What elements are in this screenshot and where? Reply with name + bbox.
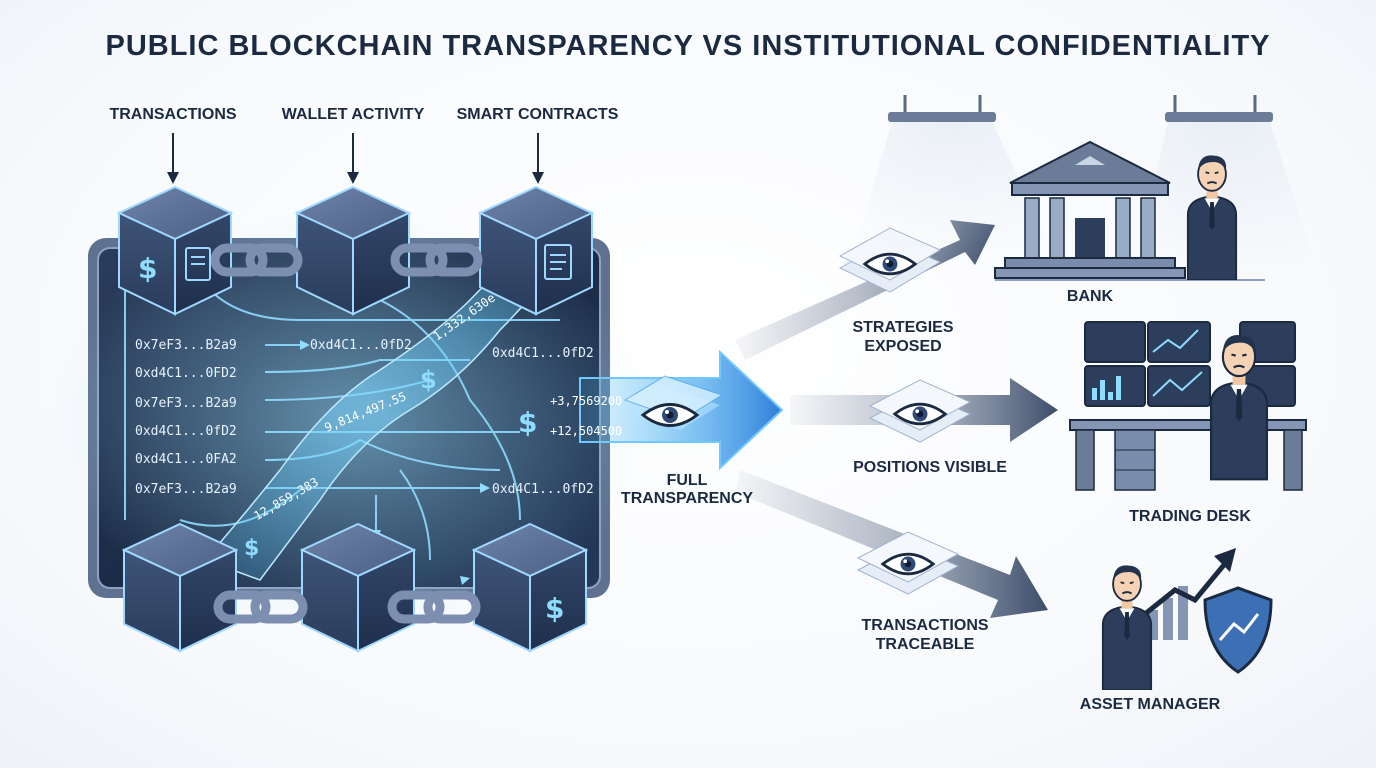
exposure-label-transactions: TRANSACTIONS TRACEABLE: [861, 617, 989, 653]
bank-building-icon: [994, 140, 1265, 281]
dollar-icon: $ $ $ $ $: [138, 252, 564, 625]
stream-number-4: +3,7569200: [550, 394, 623, 408]
input-label-transactions: TRANSACTIONS: [109, 106, 237, 123]
hash-left-3: 0x7eF3...B2a9: [135, 396, 237, 411]
hash-left-5: 0xd4C1...0FA2: [135, 452, 237, 467]
chain-link-icon: [210, 243, 483, 624]
businessman-icon: [1101, 564, 1153, 690]
svg-text:$: $: [518, 406, 537, 439]
center-label: FULL TRANSPARENCY: [620, 472, 754, 507]
block-bottom-right: [473, 523, 587, 652]
hash-left-2: 0xd4C1...0FD2: [135, 366, 237, 381]
growth-chart-icon: [1138, 548, 1236, 640]
hash-left-6: 0x7eF3...B2a9: [135, 482, 237, 497]
hash-left-1: 0x7eF3...B2a9: [135, 338, 237, 353]
stream-number-5: +12,504500: [550, 424, 623, 438]
input-label-smart-contracts: SMART CONTRACTS: [456, 106, 619, 123]
exposure-label-strategies: STRATEGIES EXPOSED: [852, 319, 954, 355]
block-top-right: [479, 186, 593, 315]
input-arrows: [167, 133, 544, 184]
block-bottom-left: [123, 523, 237, 652]
hash-right-2: 0xd4C1...0fD2: [492, 346, 594, 361]
hash-right-3: 0xd4C1...0fD2: [492, 482, 594, 497]
exposure-label-positions: POSITIONS VISIBLE: [853, 459, 1007, 476]
svg-text:$: $: [244, 536, 259, 561]
institution-label-trading-desk: TRADING DESK: [1129, 508, 1251, 525]
institution-label-bank: BANK: [1066, 288, 1114, 305]
hash-left-4: 0xd4C1...0fD2: [135, 424, 237, 439]
ceiling-lamp-icon: [850, 95, 1320, 280]
svg-text:$: $: [420, 366, 437, 394]
page-title: PUBLIC BLOCKCHAIN TRANSPARENCY VS INSTIT…: [105, 30, 1271, 62]
svg-text:$: $: [138, 252, 157, 285]
monitor-chart-icon: [1069, 321, 1307, 491]
hash-right-1: 0xd4C1...0fD2: [310, 338, 412, 353]
institution-label-asset-manager: ASSET MANAGER: [1079, 696, 1221, 713]
input-label-wallet-activity: WALLET ACTIVITY: [281, 106, 425, 123]
shield-icon: [1203, 586, 1273, 674]
block-top-middle: [296, 186, 410, 315]
block-bottom-middle: [301, 523, 415, 652]
document-icon: [185, 244, 572, 281]
svg-text:$: $: [545, 592, 564, 625]
